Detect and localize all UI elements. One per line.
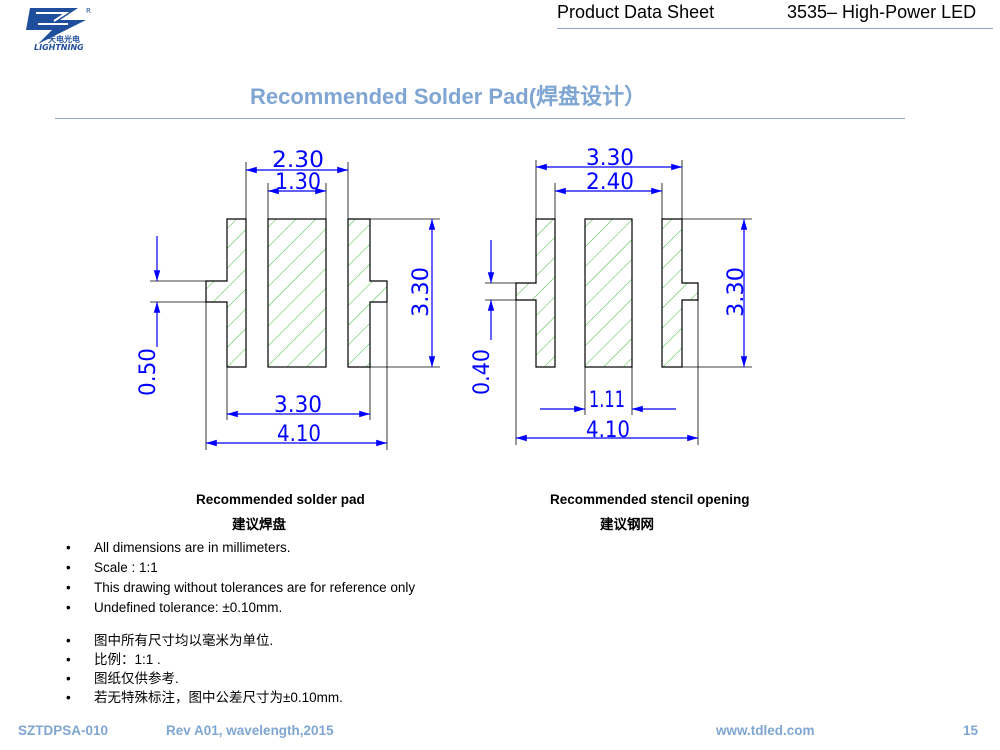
- stencil-center-opening: [584, 218, 633, 368]
- caption-stencil: Recommended stencil opening: [550, 492, 750, 507]
- stencil-right-opening: [661, 218, 699, 368]
- bullet: •: [66, 633, 71, 648]
- note-item: • 图中所有尺寸均以毫米为单位.: [66, 631, 343, 650]
- caption-solder-pad: Recommended solder pad: [196, 492, 365, 507]
- note-text: This drawing without tolerances are for …: [94, 580, 416, 595]
- note-item: • 比例：1:1 .: [66, 650, 343, 669]
- dim-stencil-tab: 0.40: [470, 349, 495, 395]
- title-divider: [55, 118, 905, 119]
- right-pad: [347, 218, 388, 368]
- bullet: •: [66, 560, 71, 575]
- bullet: •: [66, 690, 71, 705]
- dim-center-width: 1.30: [275, 170, 321, 195]
- footer-revision: Rev A01, wavelength,2015: [166, 723, 334, 738]
- note-text: Scale : 1:1: [94, 560, 158, 575]
- dim-pad-span: 2.30: [272, 148, 324, 173]
- note-text: 若无特殊标注，图中公差尺寸为±0.10mm.: [94, 690, 343, 705]
- dim-overall: 4.10: [277, 422, 321, 447]
- note-item: • All dimensions are in millimeters.: [66, 538, 415, 558]
- note-text: 比例：1:1 .: [94, 652, 161, 667]
- company-logo: R 天电光电 LIGHTNING: [8, 4, 103, 54]
- header-title: Product Data Sheet: [557, 2, 715, 22]
- dimension-lines: [153, 166, 436, 447]
- dim-stencil-span: 3.30: [586, 146, 634, 171]
- stencil-dimension-labels: 3.30 2.40 3.30 0.40 1.11 4.10: [470, 146, 749, 443]
- page-title: Recommended Solder Pad(焊盘设计）: [250, 84, 647, 109]
- bullet: •: [66, 652, 71, 667]
- logo-text: LIGHTNING: [34, 43, 84, 52]
- note-text: All dimensions are in millimeters.: [94, 540, 291, 555]
- header-divider: [557, 28, 993, 29]
- stencil-dimension-lines: [487, 163, 748, 442]
- stencil-drawing: 3.30 2.40 3.30 0.40 1.11 4.10: [470, 146, 752, 445]
- registered-mark: R: [86, 7, 91, 15]
- note-item: • Scale : 1:1: [66, 558, 415, 578]
- dim-pad-height: 3.30: [409, 267, 434, 317]
- extension-lines: [150, 162, 440, 450]
- note-text: Undefined tolerance: ±0.10mm.: [94, 600, 283, 615]
- stencil-extension-lines: [485, 160, 752, 445]
- dim-outer-body: 3.30: [274, 393, 322, 418]
- note-item: • 图纸仅供参考.: [66, 669, 343, 688]
- note-item: • This drawing without tolerances are for…: [66, 578, 415, 598]
- header-product: 3535– High-Power LED: [787, 2, 977, 22]
- bullet: •: [66, 580, 71, 595]
- dim-stencil-overall: 4.10: [586, 418, 630, 443]
- dim-stencil-inner: 2.40: [586, 170, 634, 195]
- left-pad: [205, 218, 247, 368]
- stencil-left-opening: [515, 218, 556, 368]
- dim-stencil-center-width: 1.11: [589, 388, 625, 413]
- solder-pad-drawing: 2.30 1.30 3.30 0.50 3.30 4.10: [136, 148, 440, 450]
- center-pad: [267, 218, 327, 368]
- notes-english: • All dimensions are in millimeters. • Sca…: [66, 538, 415, 618]
- logo-cn-text: 天电光电: [48, 34, 80, 44]
- bullet: •: [66, 671, 71, 686]
- dim-stencil-height: 3.30: [724, 267, 749, 317]
- solder-pad-drawings: 2.30 1.30 3.30 0.50 3.30 4.10: [136, 146, 752, 450]
- bullet: •: [66, 600, 71, 615]
- note-item: • 若无特殊标注，图中公差尺寸为±0.10mm.: [66, 688, 343, 707]
- footer-doc-id: SZTDPSA-010: [18, 723, 109, 738]
- note-text: 图纸仅供参考.: [94, 671, 179, 686]
- bullet: •: [66, 540, 71, 555]
- footer-page-number: 15: [963, 723, 979, 738]
- caption-stencil-cn: 建议钢网: [600, 517, 654, 532]
- dim-tab-height: 0.50: [136, 348, 161, 396]
- note-item: • Undefined tolerance: ±0.10mm.: [66, 598, 415, 618]
- caption-solder-pad-cn: 建议焊盘: [232, 517, 286, 532]
- notes-chinese: • 图中所有尺寸均以毫米为单位. • 比例：1:1 . • 图纸仅供参考. • 若无特殊…: [66, 631, 343, 707]
- note-text: 图中所有尺寸均以毫米为单位.: [94, 633, 274, 648]
- lightning-logo-mark: R 天电光电 LIGHTNING: [26, 7, 91, 52]
- dimension-labels: 2.30 1.30 3.30 0.50 3.30 4.10: [136, 148, 434, 447]
- footer-website[interactable]: www.tdled.com: [716, 723, 815, 738]
